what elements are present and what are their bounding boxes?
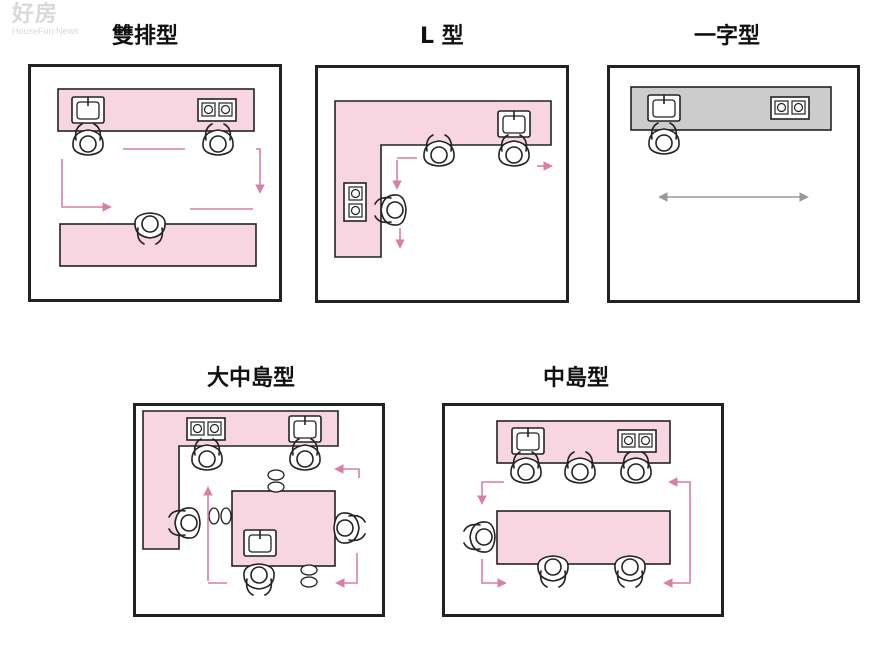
workflow-arrow xyxy=(255,148,265,194)
sink-icon xyxy=(288,415,322,443)
stove-icon xyxy=(770,96,810,120)
workflow-arrow xyxy=(335,553,358,588)
counter-l xyxy=(142,410,339,550)
counter-l xyxy=(334,100,552,258)
diagram-island-kitchen xyxy=(442,403,724,617)
sink-icon xyxy=(71,96,105,124)
sink-icon xyxy=(497,110,531,138)
title-large-island: 大中島型 xyxy=(207,366,296,391)
title-double-row: 雙排型 xyxy=(112,24,179,49)
workflow-arrow xyxy=(477,481,504,505)
watermark: 好房 HouseFun News xyxy=(12,4,79,36)
diagram-single-row-kitchen xyxy=(607,65,860,303)
title-island: 中島型 xyxy=(543,366,610,391)
workflow-arrow xyxy=(481,559,507,588)
watermark-logo-text: 好房 xyxy=(12,2,59,27)
diagram-l-shape-kitchen xyxy=(315,65,569,303)
diagram-double-row-kitchen xyxy=(28,64,282,302)
stove-icon xyxy=(617,429,657,453)
sink-icon xyxy=(243,529,277,557)
sink-icon xyxy=(511,427,545,455)
workflow-arrow xyxy=(663,477,691,588)
diagram-large-island-kitchen xyxy=(133,403,385,617)
title-l-shape: L 型 xyxy=(420,24,464,49)
title-single-row: 一字型 xyxy=(694,24,761,49)
workflow-arrow xyxy=(334,464,360,478)
stove-icon xyxy=(186,417,226,441)
stove-icon xyxy=(343,182,367,222)
watermark-subtext: HouseFun News xyxy=(12,26,79,36)
stove-icon xyxy=(197,98,237,122)
sink-icon xyxy=(647,94,681,122)
island-counter xyxy=(496,510,671,565)
workflow-arrow xyxy=(61,159,112,212)
